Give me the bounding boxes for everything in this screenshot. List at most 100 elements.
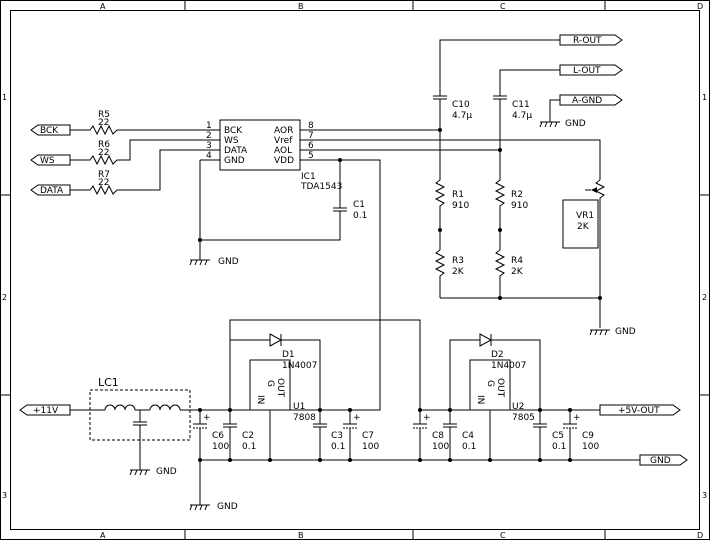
c9-value: 100 bbox=[582, 442, 599, 452]
capacitor-c10: C10 4.7µ bbox=[433, 39, 560, 130]
ic1-ref: IC1 bbox=[301, 172, 316, 182]
port-5v-out-label: +5V-OUT bbox=[618, 406, 660, 416]
u2-pin-out: OUT bbox=[495, 378, 505, 398]
resistor-r5: R5 22 bbox=[70, 110, 200, 136]
capacitor-c4: C4 0.1 bbox=[443, 410, 476, 460]
c7-polarity: + bbox=[353, 413, 361, 423]
wire-divider-gnd bbox=[440, 297, 601, 328]
ic1-pin2-num: 2 bbox=[206, 131, 212, 141]
c2-value: 0.1 bbox=[242, 442, 256, 452]
ic1-pin3-name: DATA bbox=[224, 146, 248, 156]
resistor-r4: R4 2K bbox=[494, 249, 524, 298]
resistor-r1: R1 910 bbox=[434, 130, 469, 250]
ic1-tda1543: 1 2 3 4 BCK WS DATA GND 8 7 6 5 AOR Vref… bbox=[200, 119, 342, 192]
c9-ref: C9 bbox=[582, 431, 594, 441]
ground-symbol-divider: GND bbox=[589, 327, 636, 337]
diode-d2: D2 1N4007 bbox=[449, 333, 541, 410]
capacitor-c8: + C8 100 bbox=[413, 410, 449, 460]
resistor-r6: R6 22 bbox=[70, 139, 200, 166]
ic1-pin2-name: WS bbox=[224, 136, 239, 146]
c6-value: 100 bbox=[212, 442, 229, 452]
port-l-out: L-OUT bbox=[559, 64, 623, 76]
ic1-pin7-num: 7 bbox=[308, 131, 314, 141]
c8-value: 100 bbox=[432, 442, 449, 452]
u2-pin-g: G bbox=[485, 380, 495, 387]
r5-ref: R5 bbox=[98, 110, 110, 120]
capacitor-c9: + C9 100 bbox=[563, 410, 599, 460]
frame-row-1-right: 1 bbox=[702, 93, 707, 102]
u1-pin-g: G bbox=[265, 380, 275, 387]
c11-ref: C11 bbox=[512, 100, 530, 110]
gnd-label-ic1: GND bbox=[218, 257, 239, 267]
ic1-pin6-name: AOL bbox=[274, 146, 292, 156]
ic1-pin8-name: AOR bbox=[274, 126, 293, 136]
c10-ref: C10 bbox=[452, 100, 470, 110]
regulator-u2: IN G OUT U2 7805 bbox=[469, 359, 535, 460]
c5-value: 0.1 bbox=[552, 442, 566, 452]
r2-value: 910 bbox=[511, 201, 528, 211]
port-l-out-label: L-OUT bbox=[573, 66, 601, 76]
ic1-pin6-num: 6 bbox=[308, 141, 314, 151]
capacitor-c2: C2 0.1 bbox=[223, 410, 256, 460]
c6-polarity: + bbox=[203, 413, 211, 423]
frame-col-b: B bbox=[298, 2, 304, 11]
port-gnd: GND bbox=[639, 454, 688, 466]
frame-col-c: C bbox=[500, 2, 506, 11]
r4-value: 2K bbox=[511, 267, 524, 277]
port-data-label: DATA bbox=[40, 186, 64, 196]
c4-value: 0.1 bbox=[462, 442, 476, 452]
d1-ref: D1 bbox=[282, 350, 295, 360]
port-a-gnd-label: A-GND bbox=[572, 96, 602, 106]
r4-ref: R4 bbox=[511, 256, 523, 266]
port-r-out: R-OUT bbox=[559, 34, 623, 46]
u1-pin-out: OUT bbox=[275, 378, 285, 398]
port-a-gnd: A-GND GND bbox=[539, 94, 623, 129]
c10-value: 4.7µ bbox=[452, 111, 472, 121]
resistor-r2: R2 910 bbox=[494, 150, 528, 250]
ground-symbol-lc1: GND bbox=[129, 467, 177, 477]
potentiometer-vr1: VR1 2K bbox=[562, 179, 606, 298]
diode-d1: D1 1N4007 bbox=[229, 333, 321, 410]
c11-value: 4.7µ bbox=[512, 111, 532, 121]
ic1-pin5-name: VDD bbox=[274, 156, 294, 166]
gnd-label-main: GND bbox=[217, 502, 238, 512]
r6-value: 22 bbox=[98, 148, 109, 158]
r2-ref: R2 bbox=[511, 190, 523, 200]
r7-ref: R7 bbox=[98, 170, 110, 180]
r7-value: 22 bbox=[98, 178, 109, 188]
ic1-pin5-num: 5 bbox=[308, 151, 314, 161]
lc1-ref: LC1 bbox=[98, 376, 119, 389]
r1-value: 910 bbox=[452, 201, 469, 211]
port-bck-label: BCK bbox=[40, 126, 59, 136]
r6-ref: R6 bbox=[98, 140, 110, 150]
port-r-out-label: R-OUT bbox=[573, 36, 602, 46]
r1-ref: R1 bbox=[452, 190, 464, 200]
r3-value: 2K bbox=[452, 267, 465, 277]
r3-ref: R3 bbox=[452, 256, 464, 266]
d1-value: 1N4007 bbox=[282, 361, 317, 371]
capacitor-c6: + C6 100 bbox=[193, 410, 229, 460]
d2-value: 1N4007 bbox=[491, 361, 526, 371]
frame-row-2: 2 bbox=[2, 293, 7, 302]
c8-ref: C8 bbox=[432, 431, 444, 441]
gnd-label-a-gnd: GND bbox=[565, 119, 586, 129]
port-gnd-label: GND bbox=[650, 456, 671, 466]
u1-ref: U1 bbox=[293, 402, 305, 412]
ic1-pin3-num: 3 bbox=[206, 141, 212, 151]
frame-col-d-bottom: D bbox=[697, 531, 703, 540]
capacitor-c3: C3 0.1 bbox=[313, 410, 345, 460]
port-bck: BCK bbox=[30, 124, 71, 136]
c2-ref: C2 bbox=[242, 431, 254, 441]
c3-value: 0.1 bbox=[331, 442, 345, 452]
frame-row-3: 3 bbox=[2, 491, 7, 500]
c3-ref: C3 bbox=[331, 431, 343, 441]
frame-row-1: 1 bbox=[2, 93, 7, 102]
u2-value: 7805 bbox=[512, 413, 535, 423]
ic1-pin4-num: 4 bbox=[206, 151, 212, 161]
u2-pin-in: IN bbox=[475, 395, 485, 404]
c8-polarity: + bbox=[423, 413, 431, 423]
port-5v-out: +5V-OUT bbox=[599, 404, 681, 416]
filter-lc1: LC1 bbox=[70, 376, 200, 470]
